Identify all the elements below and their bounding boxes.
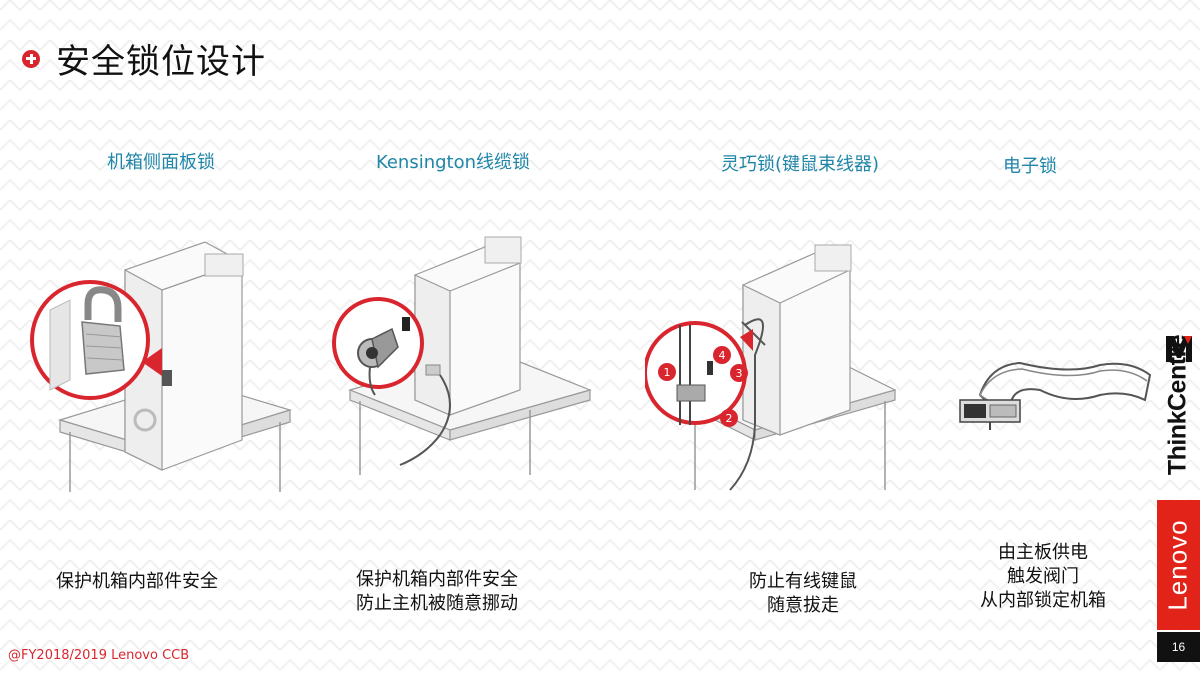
column-description-kensington-lock: 保护机箱内部件安全 防止主机被随意挪动 bbox=[356, 569, 518, 614]
thinkcentre-logo: ThinkCentre bbox=[1163, 334, 1192, 476]
plus-circle-icon bbox=[22, 49, 40, 68]
column-title-side-panel-lock: 机箱侧面板锁 bbox=[107, 152, 215, 173]
thinkcentre-m-logo bbox=[1166, 336, 1192, 362]
padlock-icon bbox=[81, 286, 125, 375]
page-number: 16 bbox=[1157, 632, 1200, 662]
electronic-lock-icon bbox=[959, 361, 1152, 430]
column-description-side-panel-lock: 保护机箱内部件安全 bbox=[56, 571, 218, 592]
callout-1: 1 bbox=[658, 363, 676, 381]
side-panel-lock-illustration bbox=[30, 241, 293, 492]
column-title-smart-cable-lock: 灵巧锁(键鼠束线器) bbox=[720, 154, 880, 175]
column-title-kensington-lock: Kensington线缆锁 bbox=[375, 152, 531, 173]
footer-copyright: @FY2018/2019 Lenovo CCB bbox=[8, 648, 190, 663]
lenovo-logo-bar bbox=[1157, 500, 1200, 630]
column-description-electronic-lock: 由主板供电 触发阀门 从内部锁定机箱 bbox=[980, 542, 1106, 611]
cable-manager-lock-icon bbox=[676, 325, 713, 425]
kensington-lock-illustration bbox=[332, 236, 592, 475]
cable-lock-icon bbox=[357, 317, 410, 396]
title-bar: 安全锁位设计 bbox=[22, 34, 266, 83]
page-title: 安全锁位设计 bbox=[56, 42, 266, 82]
smart-cable-lock-illustration bbox=[645, 244, 897, 491]
callout-3: 3 bbox=[730, 364, 748, 382]
electronic-lock-illustration bbox=[959, 361, 1152, 430]
column-title-electronic-lock: 电子锁 bbox=[1003, 156, 1057, 177]
callout-2: 2 bbox=[720, 409, 738, 427]
callout-4: 4 bbox=[713, 346, 731, 364]
column-description-smart-cable-lock: 防止有线键鼠 随意拔走 bbox=[749, 571, 857, 616]
lenovo-logo: Lenovo bbox=[1162, 519, 1193, 611]
